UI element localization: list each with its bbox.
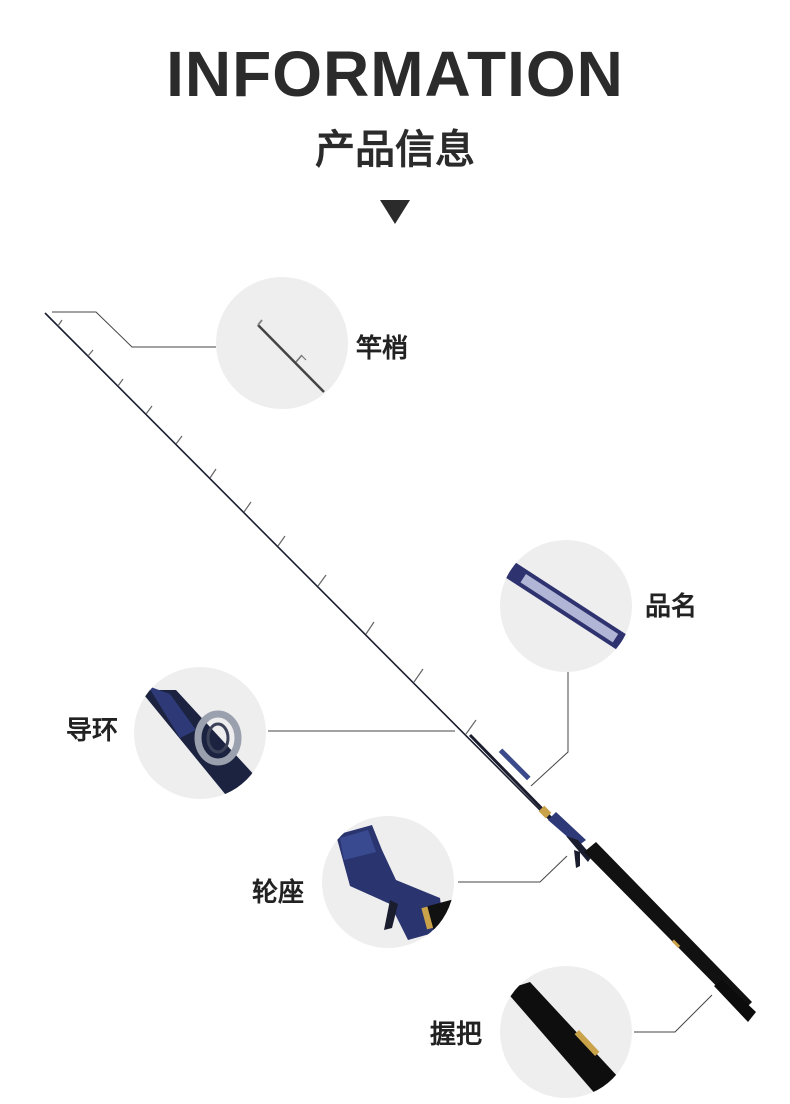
rod-reel-seat — [538, 805, 592, 868]
rod-grip — [584, 842, 752, 1012]
rod-blank — [44, 312, 553, 823]
fishing-rod — [44, 312, 756, 1022]
title-chinese: 产品信息 — [315, 127, 475, 173]
detail-reel-seat — [322, 816, 454, 948]
label-reel-seat: 轮座 — [252, 878, 305, 908]
label-name: 品名 — [645, 592, 698, 622]
title-english: INFORMATION — [166, 38, 624, 110]
detail-name — [500, 540, 632, 672]
rod-decal — [498, 748, 531, 781]
leader-seat — [458, 855, 568, 883]
leader-lines — [52, 311, 713, 1033]
leader-grip — [634, 994, 713, 1033]
leader-tip — [52, 311, 216, 348]
leader-name — [530, 672, 569, 787]
down-arrow-icon — [380, 200, 410, 224]
rod-blank-lower — [468, 733, 557, 824]
rod-guides — [57, 319, 477, 735]
detail-guide — [134, 667, 266, 799]
detail-tip — [216, 277, 348, 409]
label-guide: 导环 — [66, 716, 119, 746]
detail-grip — [500, 966, 632, 1098]
label-grip: 握把 — [430, 1020, 483, 1050]
label-tip: 竿梢 — [356, 334, 409, 364]
